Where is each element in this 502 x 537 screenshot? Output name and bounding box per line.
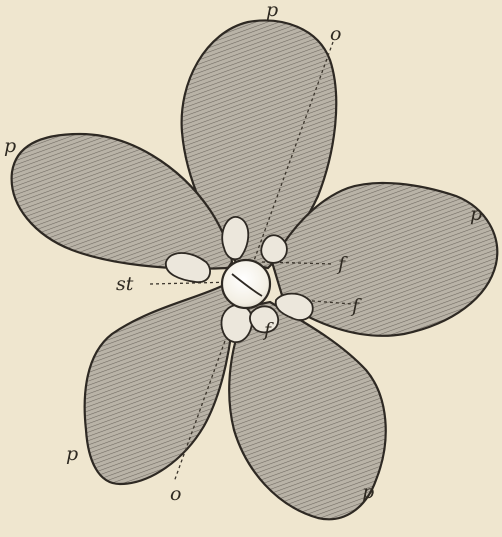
label-p-top: p [266,0,278,21]
flower-center [222,260,270,308]
label-p-lower-left: p [66,443,78,465]
stamen-top-left [222,217,248,259]
label-p-right: p [470,203,482,225]
stamen-top-right [261,235,287,263]
stamen-bottom [222,305,253,342]
label-p-left: p [4,135,16,157]
label-o-bottom: o [170,483,181,505]
label-o-top: o [330,23,341,45]
label-p-bottom-right: p [362,481,374,503]
label-st: st [116,273,134,295]
